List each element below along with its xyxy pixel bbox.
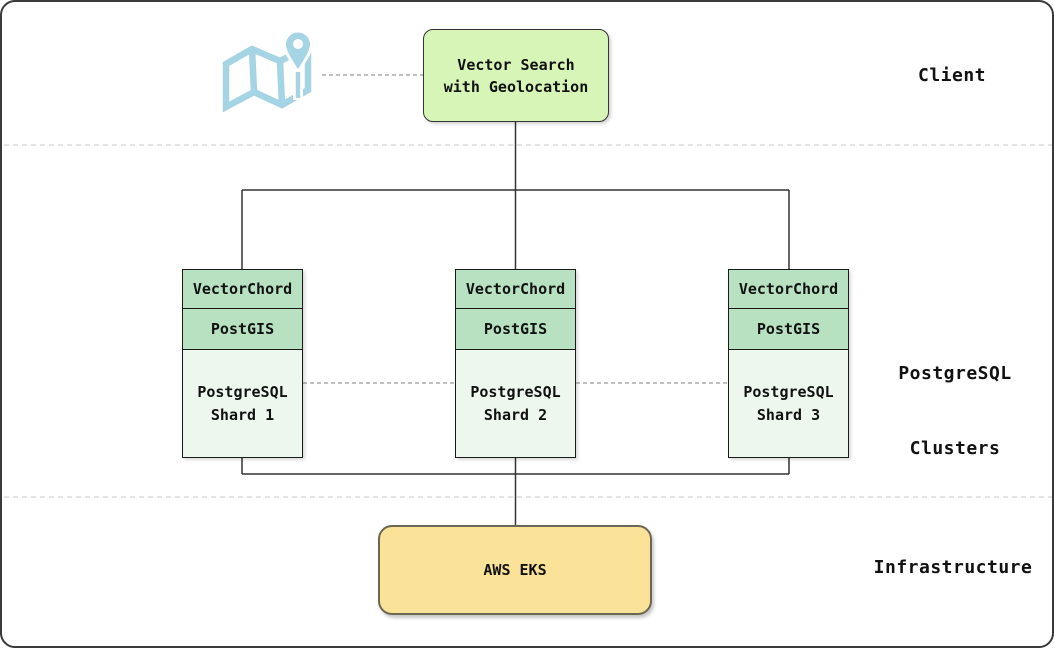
- infra-node-aws-eks: AWS EKS: [378, 525, 652, 615]
- shard3-name-line2: Shard 3: [756, 405, 821, 424]
- client-node-label-line2: with Geolocation: [443, 77, 589, 96]
- map-location-pin-icon: [222, 29, 320, 113]
- shard1-name-line2: Shard 1: [210, 405, 275, 424]
- shard1-layer-postgis: PostGIS: [183, 309, 302, 350]
- lane-label-postgresql-clusters: PostgreSQL Clusters: [898, 311, 1011, 511]
- shard-node-2: VectorChord PostGIS PostgreSQL Shard 2: [455, 269, 576, 458]
- shard2-name-line2: Shard 2: [483, 405, 548, 424]
- shard2-layer-vectorchord: VectorChord: [456, 270, 575, 309]
- shard3-name: PostgreSQL Shard 3: [729, 350, 848, 457]
- shard3-name-line1: PostgreSQL: [743, 382, 834, 401]
- shard1-layer-vectorchord: VectorChord: [183, 270, 302, 309]
- shard1-name: PostgreSQL Shard 1: [183, 350, 302, 457]
- lane-label-clusters-line1: PostgreSQL: [898, 363, 1012, 384]
- shard2-name: PostgreSQL Shard 2: [456, 350, 575, 457]
- lane-label-clusters-line2: Clusters: [909, 438, 1001, 459]
- shard-node-3: VectorChord PostGIS PostgreSQL Shard 3: [728, 269, 849, 458]
- shard2-layer-postgis: PostGIS: [456, 309, 575, 350]
- client-node-vector-search: Vector Search with Geolocation: [423, 29, 609, 122]
- client-node-label-line1: Vector Search: [457, 55, 575, 74]
- shard3-layer-vectorchord: VectorChord: [729, 270, 848, 309]
- lane-label-infrastructure: Infrastructure: [873, 557, 1033, 578]
- shard3-layer-postgis: PostGIS: [729, 309, 848, 350]
- infra-node-label: AWS EKS: [483, 561, 547, 579]
- shard-node-1: VectorChord PostGIS PostgreSQL Shard 1: [182, 269, 303, 458]
- lane-label-client: Client: [917, 65, 987, 86]
- shard1-name-line1: PostgreSQL: [197, 382, 288, 401]
- shard2-name-line1: PostgreSQL: [470, 382, 561, 401]
